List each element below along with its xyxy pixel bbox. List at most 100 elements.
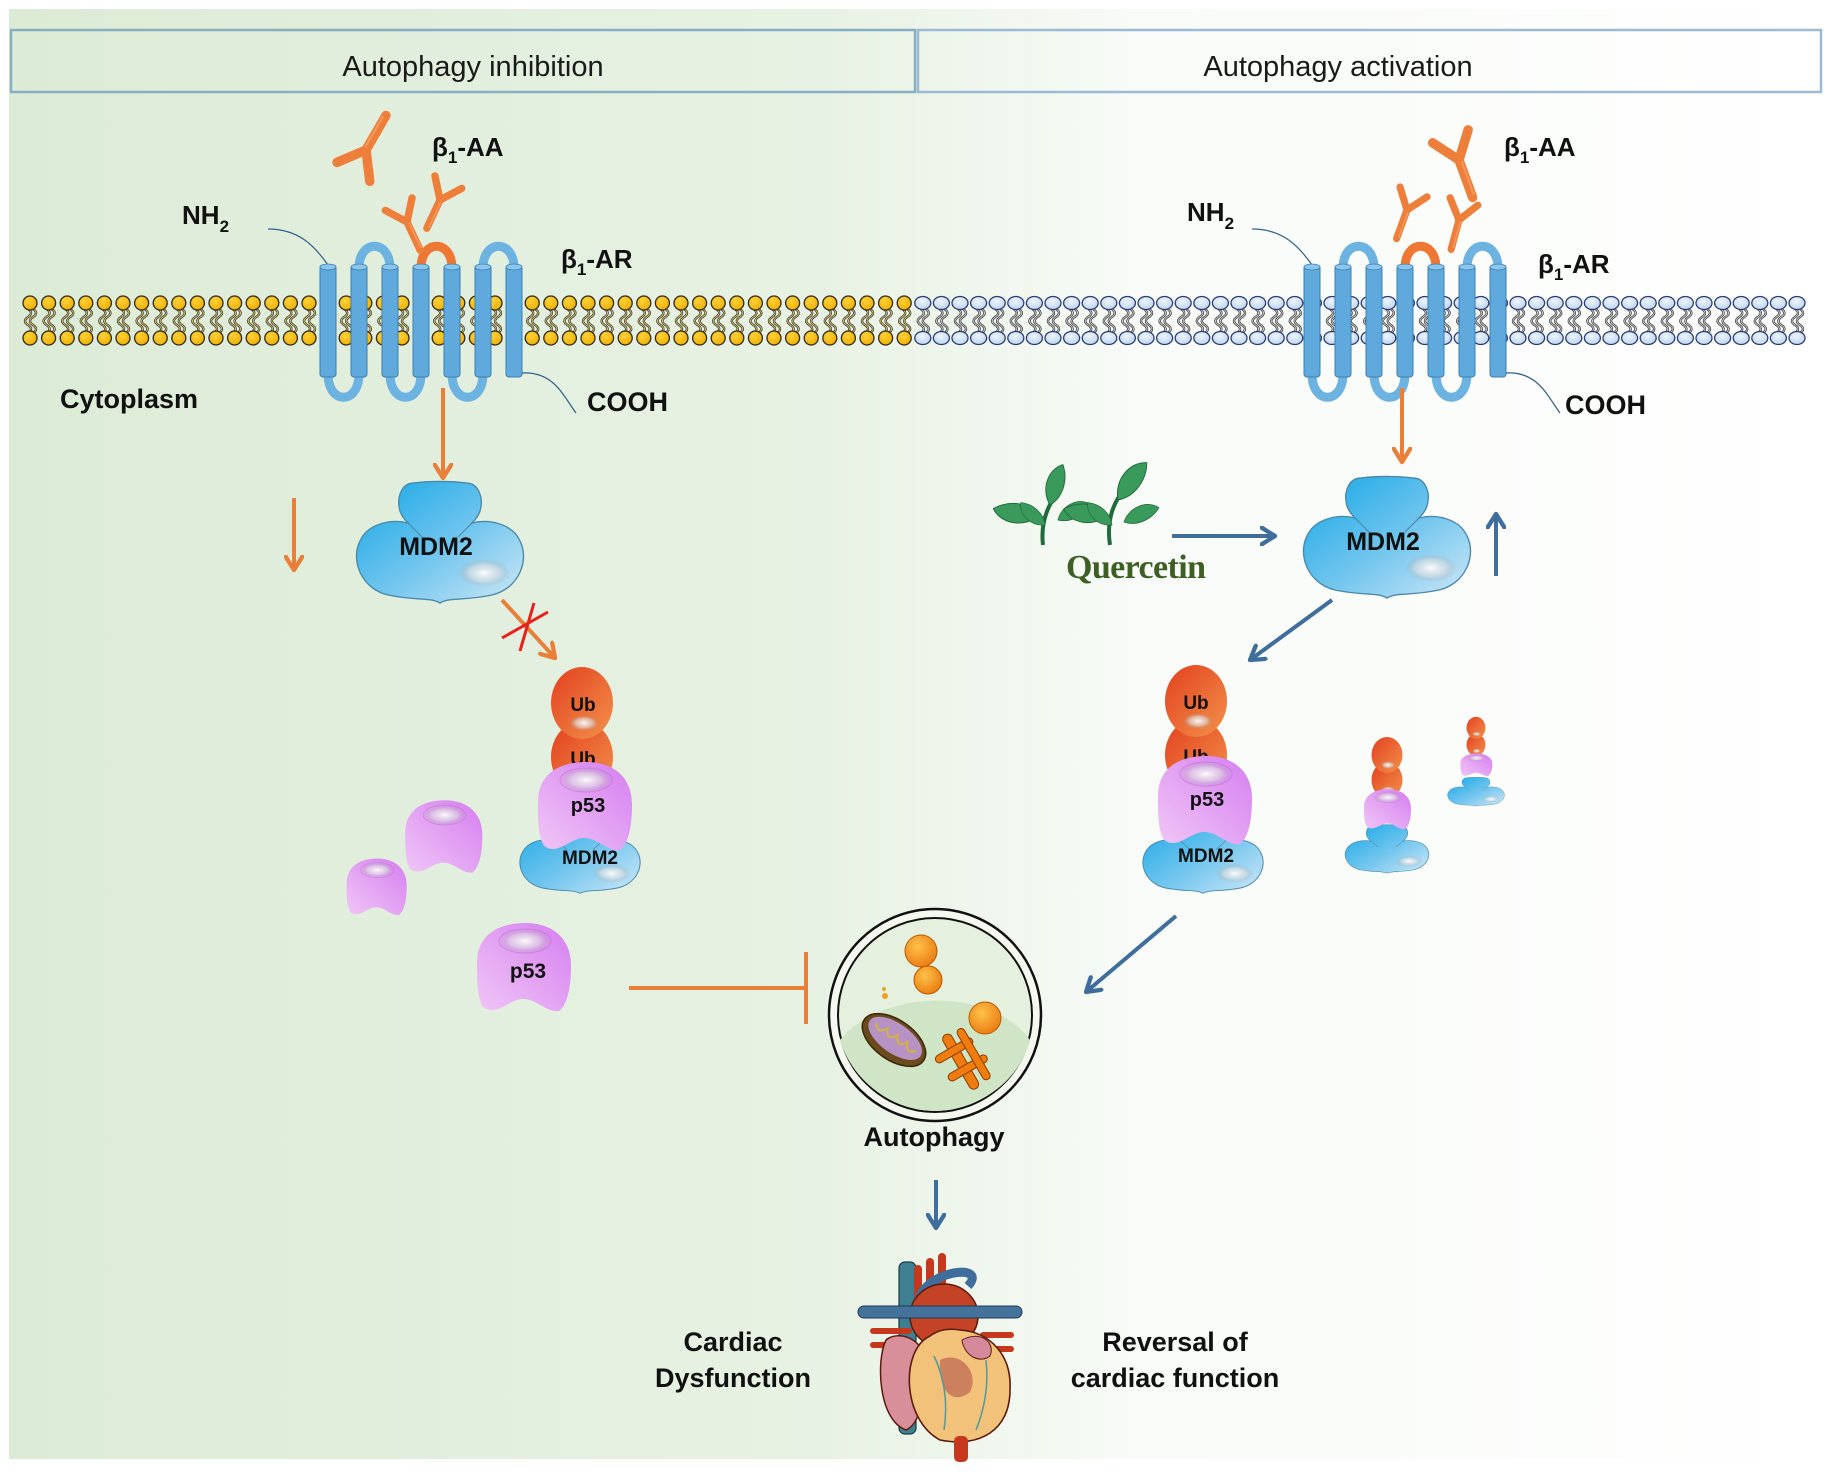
arrow-mdm2-to-ubiquitination: [1250, 598, 1334, 660]
panel-header-right: Autophagy activation: [916, 28, 1823, 94]
lipid-icon: [78, 295, 94, 346]
n-terminus-tail: [1251, 228, 1313, 266]
lipid-icon: [59, 295, 75, 346]
lipid-icon: [840, 295, 857, 346]
arrow-ubiquitination-blocked: [500, 598, 555, 658]
p53-label: p53: [510, 960, 546, 983]
quercetin-icon: Quercetin: [992, 462, 1206, 586]
inhibition-arrow: [629, 952, 808, 1024]
lipid-icon: [133, 295, 150, 346]
lipid-icon: [208, 295, 224, 346]
lipid-icon: [1732, 295, 1750, 346]
arrow-to-autophagy: [1086, 914, 1178, 992]
lipid-icon: [1137, 295, 1155, 346]
lipid-icon: [282, 295, 299, 346]
transmembrane-helix: [1365, 263, 1383, 378]
lipid-icon: [1565, 295, 1583, 346]
transmembrane-helix: [474, 263, 492, 378]
lipid-icon: [766, 295, 782, 346]
lipid-icon: [598, 295, 615, 346]
lipid-icon: [673, 295, 689, 346]
lipid-icon: [580, 295, 596, 346]
lipid-icon: [1155, 295, 1174, 346]
golgi-icon: [934, 1027, 991, 1090]
lipid-icon: [1509, 295, 1527, 346]
transmembrane-helix: [443, 263, 461, 378]
mdm2-label: MDM2: [562, 848, 618, 869]
intracellular-loop: [323, 373, 364, 402]
lipid-icon: [226, 295, 243, 346]
leaf-icon: [1123, 504, 1160, 524]
lipid-icon: [1658, 295, 1676, 346]
transmembrane-helix: [1303, 263, 1321, 378]
lipid-icon: [747, 295, 764, 346]
lipid-icon: [803, 295, 819, 346]
lipid-icon: [189, 295, 206, 346]
lipid-icon: [152, 295, 168, 346]
cooh-label-right: COOH: [1565, 390, 1646, 420]
p53-label: p53: [571, 795, 605, 817]
mitochondrion-icon: [861, 1012, 927, 1068]
block-x-icon: [501, 602, 549, 652]
lipid-icon: [1583, 295, 1602, 346]
extracellular-loop: [478, 241, 519, 269]
lipid-icon: [969, 295, 988, 346]
lipid-icon: [617, 295, 633, 346]
lipid-icon: [1602, 295, 1620, 346]
p53-protein-free: [404, 799, 483, 874]
lipid-icon: [1100, 295, 1118, 346]
leaf-icon: [1087, 502, 1113, 526]
lipid-icon: [487, 295, 503, 346]
lipid-icon: [1174, 295, 1192, 346]
lipid-icon: [1751, 295, 1769, 346]
lipid-icon: [1025, 295, 1044, 346]
transmembrane-helix: [1489, 263, 1507, 378]
beta1-receptor-right: [1251, 228, 1561, 414]
lipid-icon: [1286, 295, 1304, 346]
lipid-icon: [1546, 295, 1564, 346]
lipid-icon: [654, 295, 671, 346]
ub-label: Ub: [1183, 693, 1208, 714]
heart-icon: [857, 1253, 1023, 1462]
lipid-icon: [543, 295, 559, 346]
intracellular-loop: [1431, 373, 1472, 402]
lipid-icon: [96, 295, 113, 346]
autophagy-label: Autophagy: [864, 1122, 1005, 1152]
mdm2-label: MDM2: [1346, 528, 1420, 556]
lipid-icon: [1527, 295, 1546, 346]
panel-title-right: Autophagy activation: [1203, 51, 1472, 83]
outcome-left-line2: Dysfunction: [655, 1363, 811, 1393]
lipid-icon: [1230, 295, 1248, 346]
transmembrane-helix: [350, 263, 368, 378]
panel-title-left: Autophagy inhibition: [342, 51, 603, 83]
transmembrane-helix: [1334, 263, 1352, 378]
lipid-icon: [1211, 295, 1230, 346]
transmembrane-helix: [412, 263, 430, 378]
background-panel: [9, 9, 1825, 1459]
quercetin-label: Quercetin: [1066, 549, 1206, 586]
lipid-icon: [1695, 295, 1713, 346]
intracellular-loop: [1369, 373, 1410, 402]
nh2-label-right: NH2: [1187, 197, 1234, 233]
transmembrane-helix: [381, 263, 399, 378]
lipid-icon: [1267, 295, 1285, 346]
lipid-icon: [245, 295, 261, 346]
lipid-icon: [636, 295, 652, 346]
mdm2-label: MDM2: [1178, 846, 1234, 867]
lipid-icon: [710, 295, 726, 346]
autoantibody-binding-loop: [416, 241, 457, 269]
n-terminus-tail: [267, 228, 329, 266]
lipid-icon: [301, 295, 317, 346]
outcome-left-line1: Cardiac: [683, 1327, 782, 1357]
lipid-icon: [859, 295, 875, 346]
lipid-icon: [561, 295, 578, 346]
lipid-icon: [988, 295, 1006, 346]
nh2-label-left: NH2: [182, 200, 229, 236]
ubiquitinated-p53-complex-left: MDM2 Ub Ub p53: [519, 667, 641, 894]
lipid-icon: [524, 295, 540, 346]
lipid-icon: [40, 295, 57, 346]
lipid-icon: [115, 295, 131, 346]
lipid-icon: [877, 295, 894, 346]
outcome-right-line2: cardiac function: [1071, 1363, 1280, 1393]
